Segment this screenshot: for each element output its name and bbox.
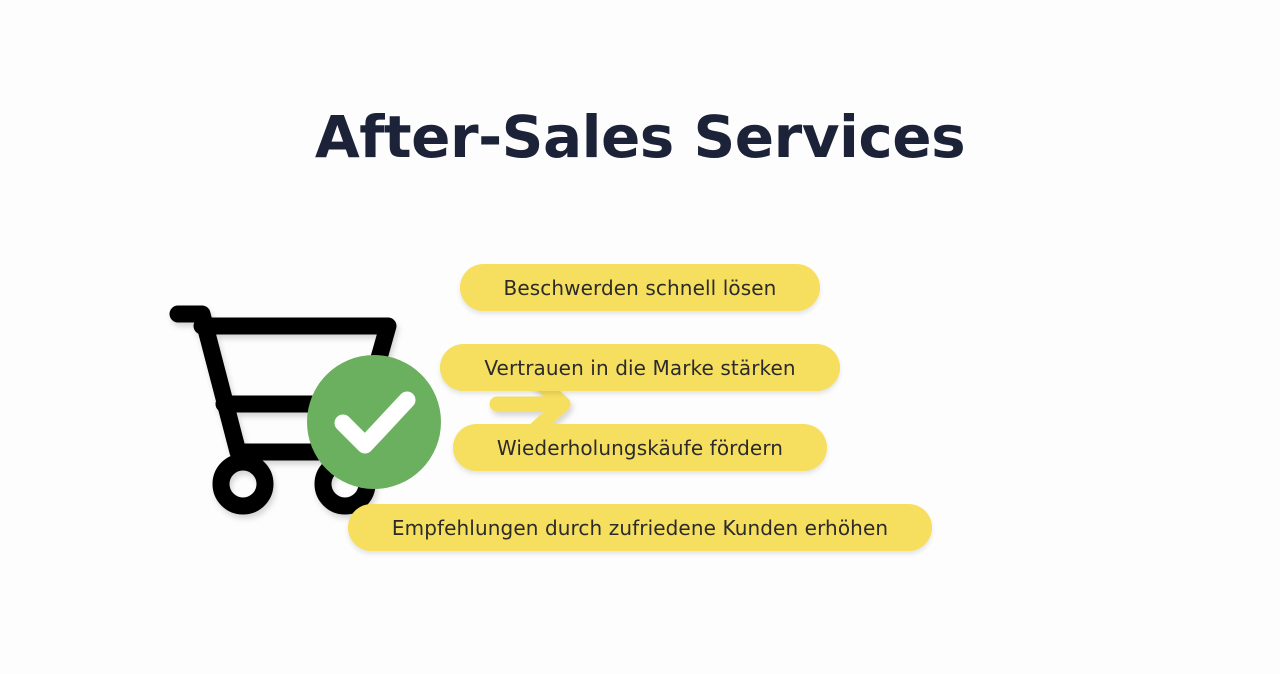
benefit-pill-4[interactable]: Empfehlungen durch zufriedene Kunden erh… — [347, 504, 933, 551]
cart-frame-path — [169, 305, 381, 461]
benefit-pill-row: Vertrauen in die Marke stärken — [0, 344, 1280, 391]
benefit-pill-row: Empfehlungen durch zufriedene Kunden erh… — [0, 504, 1280, 551]
benefit-pill-row: Wiederholungskäufe fördern — [0, 424, 1280, 471]
benefit-pill-2[interactable]: Vertrauen in die Marke stärken — [440, 344, 840, 391]
page-title: After-Sales Services — [314, 103, 966, 171]
shopping-cart-icon — [160, 292, 460, 528]
benefit-pill-list: Beschwerden schnell lösen Vertrauen in d… — [0, 264, 1280, 551]
benefit-pill-1[interactable]: Beschwerden schnell lösen — [459, 264, 821, 311]
badge-circle — [307, 355, 441, 489]
check-mark-icon — [334, 391, 416, 454]
benefit-pill-3[interactable]: Wiederholungskäufe fördern — [452, 424, 828, 471]
check-circle-badge — [307, 355, 441, 489]
cart-wheel-left-icon — [212, 453, 274, 515]
benefit-pill-row: Beschwerden schnell lösen — [0, 264, 1280, 311]
